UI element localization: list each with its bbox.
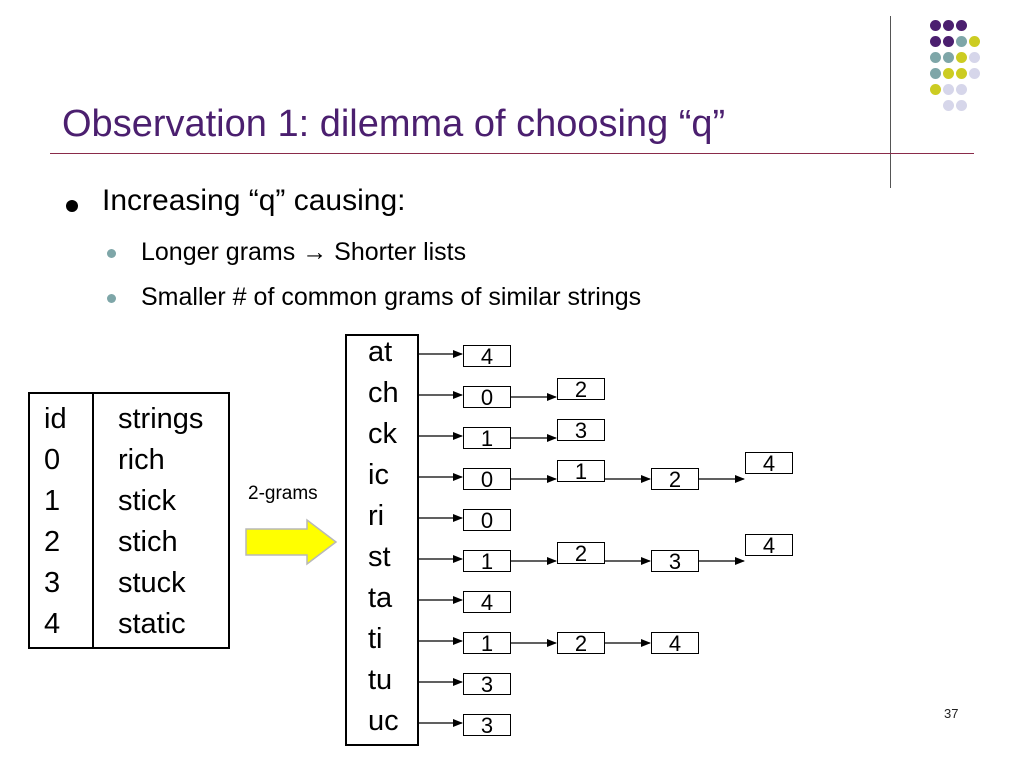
- posting-id-box: 3: [651, 550, 699, 573]
- table-cell-id: 2: [44, 526, 61, 558]
- bullet-level2-text: Smaller # of common grams of similar str…: [141, 283, 642, 311]
- posting-id-box: 2: [557, 378, 605, 401]
- posting-id-box: 4: [463, 345, 511, 368]
- table-header-strings: strings: [118, 403, 204, 435]
- decorative-dot: [943, 52, 954, 63]
- slide-title: Observation 1: dilemma of choosing “q”: [62, 103, 726, 145]
- decorative-dot: [956, 100, 967, 111]
- gram-list-box: [345, 334, 419, 746]
- posting-id-box: 0: [463, 386, 511, 409]
- decorative-dot: [969, 68, 980, 79]
- decorative-dot: [956, 52, 967, 63]
- posting-id-box: 2: [557, 542, 605, 565]
- page-number: 37: [944, 706, 959, 721]
- transform-arrow: [245, 518, 338, 566]
- posting-id-box: 2: [557, 632, 605, 655]
- strings-table: [28, 392, 230, 649]
- table-cell-id: 0: [44, 444, 61, 476]
- gram-label: at: [368, 336, 393, 368]
- decorative-dot: [930, 52, 941, 63]
- bullet-level2-text: Longer grams → Shorter lists: [141, 238, 467, 266]
- decorative-dot: [943, 84, 954, 95]
- bullet-dot-small: [107, 249, 116, 258]
- bullet-level1-text: Increasing “q” causing:: [102, 184, 406, 217]
- decorative-dot: [969, 36, 980, 47]
- gram-label: ta: [368, 582, 393, 614]
- transform-label: 2-grams: [248, 483, 318, 504]
- posting-id-box: 3: [463, 673, 511, 696]
- decorative-dot: [943, 100, 954, 111]
- bullet-dot: [66, 200, 78, 212]
- posting-id-box: 4: [463, 591, 511, 614]
- decorative-dot: [956, 36, 967, 47]
- posting-id-box: 1: [463, 632, 511, 655]
- decorative-dot: [943, 20, 954, 31]
- title-underline: [50, 153, 974, 154]
- posting-id-box: 3: [557, 419, 605, 442]
- table-header-id: id: [44, 403, 67, 435]
- decorative-dot: [930, 36, 941, 47]
- posting-id-box: 4: [651, 632, 699, 655]
- gram-label: ch: [368, 377, 399, 409]
- table-cell-id: 1: [44, 485, 61, 517]
- gram-label: ti: [368, 623, 383, 655]
- decorative-dot: [930, 84, 941, 95]
- decorative-dot: [943, 68, 954, 79]
- table-cell-id: 4: [44, 608, 61, 640]
- posting-id-box: 1: [463, 550, 511, 573]
- gram-label: ri: [368, 500, 385, 532]
- posting-id-box: 2: [651, 468, 699, 491]
- decorative-dot: [956, 84, 967, 95]
- posting-id-box: 1: [463, 427, 511, 450]
- gram-label: ck: [368, 418, 397, 450]
- posting-id-box: 0: [463, 468, 511, 491]
- posting-id-box: 4: [745, 452, 793, 475]
- decorative-dot: [969, 52, 980, 63]
- gram-label: uc: [368, 705, 399, 737]
- decorative-dot: [930, 68, 941, 79]
- table-cell-string: stuck: [118, 567, 186, 599]
- table-cell-string: rich: [118, 444, 165, 476]
- decorative-dot: [956, 68, 967, 79]
- gram-label: ic: [368, 459, 389, 491]
- posting-id-box: 1: [557, 460, 605, 483]
- table-cell-string: static: [118, 608, 186, 640]
- table-cell-string: stich: [118, 526, 178, 558]
- strings-table-divider: [92, 392, 94, 649]
- posting-id-box: 4: [745, 534, 793, 557]
- decorative-vertical-rule: [890, 16, 891, 188]
- gram-label: st: [368, 541, 391, 573]
- table-cell-id: 3: [44, 567, 61, 599]
- gram-label: tu: [368, 664, 393, 696]
- bullet-dot-small: [107, 294, 116, 303]
- table-cell-string: stick: [118, 485, 176, 517]
- posting-id-box: 0: [463, 509, 511, 532]
- decorative-dot: [943, 36, 954, 47]
- decorative-dot: [956, 20, 967, 31]
- decorative-dot: [930, 20, 941, 31]
- posting-id-box: 3: [463, 714, 511, 737]
